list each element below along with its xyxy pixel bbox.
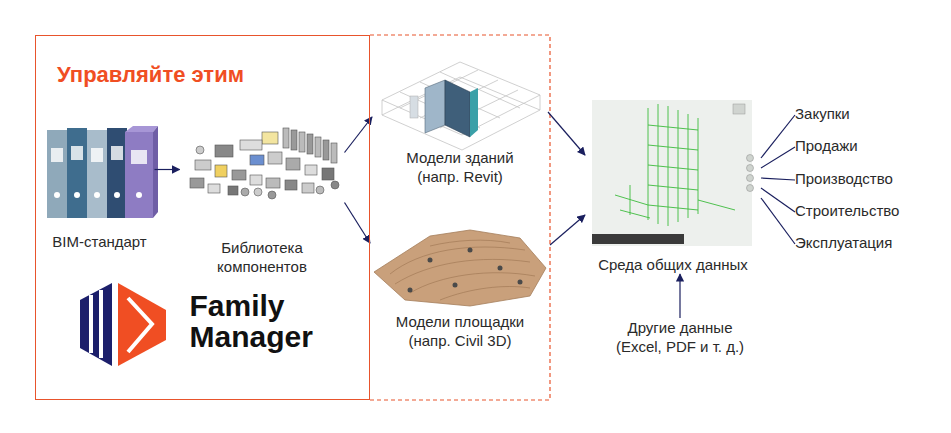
node-label: BIM-стандарт [45,232,155,251]
link-line [761,178,795,180]
node-label: Модели зданий (напр. Revit) [405,148,516,186]
link-line [761,115,795,158]
managed-region: Управляйте этимBIM-стандарт Библиотека ко… [35,35,370,400]
node-label: Библиотека компонентов [217,238,307,276]
consumer-label: Эксплуатация [795,233,892,252]
node-label: Другие данные (Excel, PDF и т. д.) [615,318,746,356]
consumer-label: Строительство [795,201,899,220]
other-data: Другие данные (Excel, PDF и т. д.) [590,318,770,356]
bim-standard: BIM-стандарт [45,118,155,251]
logo-mark [80,283,166,366]
components-illustration [190,128,339,199]
consumer-label: Производство [795,169,893,188]
cde-illustration [592,100,754,246]
component-library: Библиотека компонентов [180,118,345,276]
product-logo: Family Manager [190,290,306,352]
flow-arrow [548,112,585,155]
binders-illustration [47,126,158,218]
node-label: Среда общих данных [585,255,761,274]
node-label: Модели площадки (напр. Civil 3D) [394,312,526,350]
site-model-illustration [374,230,546,306]
site-models: Модели площадки (напр. Civil 3D) [370,228,550,350]
link-line [761,188,795,212]
consumer-label: Продажи [795,136,858,155]
flow-arrow [550,215,585,245]
node-label: Закупки [795,104,850,123]
flow-arrow [345,117,373,153]
link-line [761,198,795,244]
flow-arrow [155,169,180,170]
flow-arrow [345,203,371,244]
region-heading: Управляйте этим [57,62,369,88]
node-label: Эксплуатация [795,233,892,252]
node-label: Продажи [795,136,858,155]
node-label: Производство [795,169,893,188]
building-models: Модели зданий (напр. Revit) [372,52,548,186]
building-model-illustration [382,62,540,150]
common-data-environment: Среда общих данных [585,95,761,274]
link-line [761,147,795,168]
flow-arrow [679,274,680,318]
node-label: Строительство [795,201,899,220]
node-label: Family Manager [190,290,306,352]
consumer-label: Закупки [795,104,850,123]
dashed-region [370,35,550,400]
